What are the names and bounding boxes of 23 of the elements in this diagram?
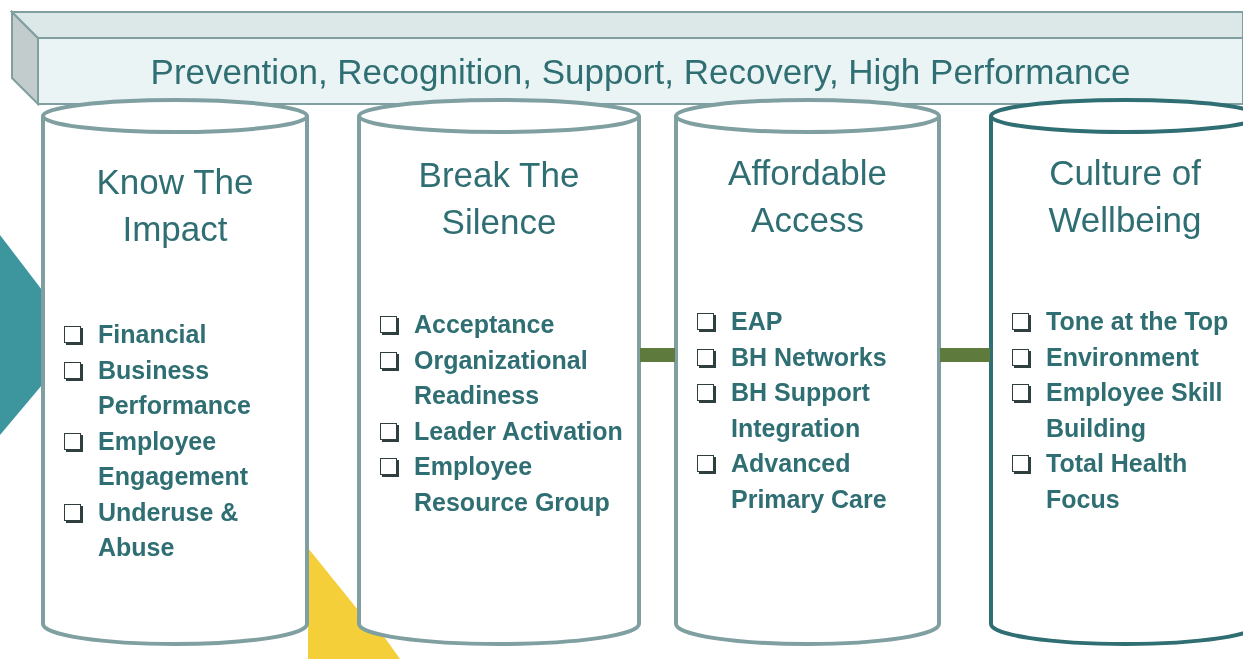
list-item: BH Support Integration xyxy=(731,378,870,442)
connector-bar xyxy=(940,348,990,362)
pillar-heading: Know The Impact xyxy=(95,161,255,250)
list-item: Business Performance xyxy=(98,355,251,419)
list-item: Employee Engagement xyxy=(98,426,249,490)
list-item: BH Networks xyxy=(731,342,887,371)
list-item: EAP xyxy=(731,307,783,335)
list-item: Total Health Focus xyxy=(1046,449,1188,513)
roof-title: Prevention, Recognition, Support, Recovery, High Performance xyxy=(150,51,1131,92)
list-item: Advanced Primary Care xyxy=(731,449,887,513)
pillar-heading: Affordable Access xyxy=(727,152,888,241)
connector-bar xyxy=(640,348,675,362)
list-item: Underuse & Abuse xyxy=(98,497,239,561)
list-item: Leader Activation xyxy=(414,416,623,445)
list-item: Employee Resource Group xyxy=(414,452,610,516)
list-item: Employee Skill Building xyxy=(1046,378,1223,442)
list-item: Environment xyxy=(1046,342,1199,371)
list-item: Financial xyxy=(98,320,207,348)
list-item: Organizational Readiness xyxy=(414,345,588,409)
pillar-heading: Break The Silence xyxy=(417,154,581,243)
list-item: Tone at the Top xyxy=(1046,307,1229,335)
pillar-heading: Culture of Wellbeing xyxy=(1047,152,1203,241)
list-item: Acceptance xyxy=(414,310,555,338)
